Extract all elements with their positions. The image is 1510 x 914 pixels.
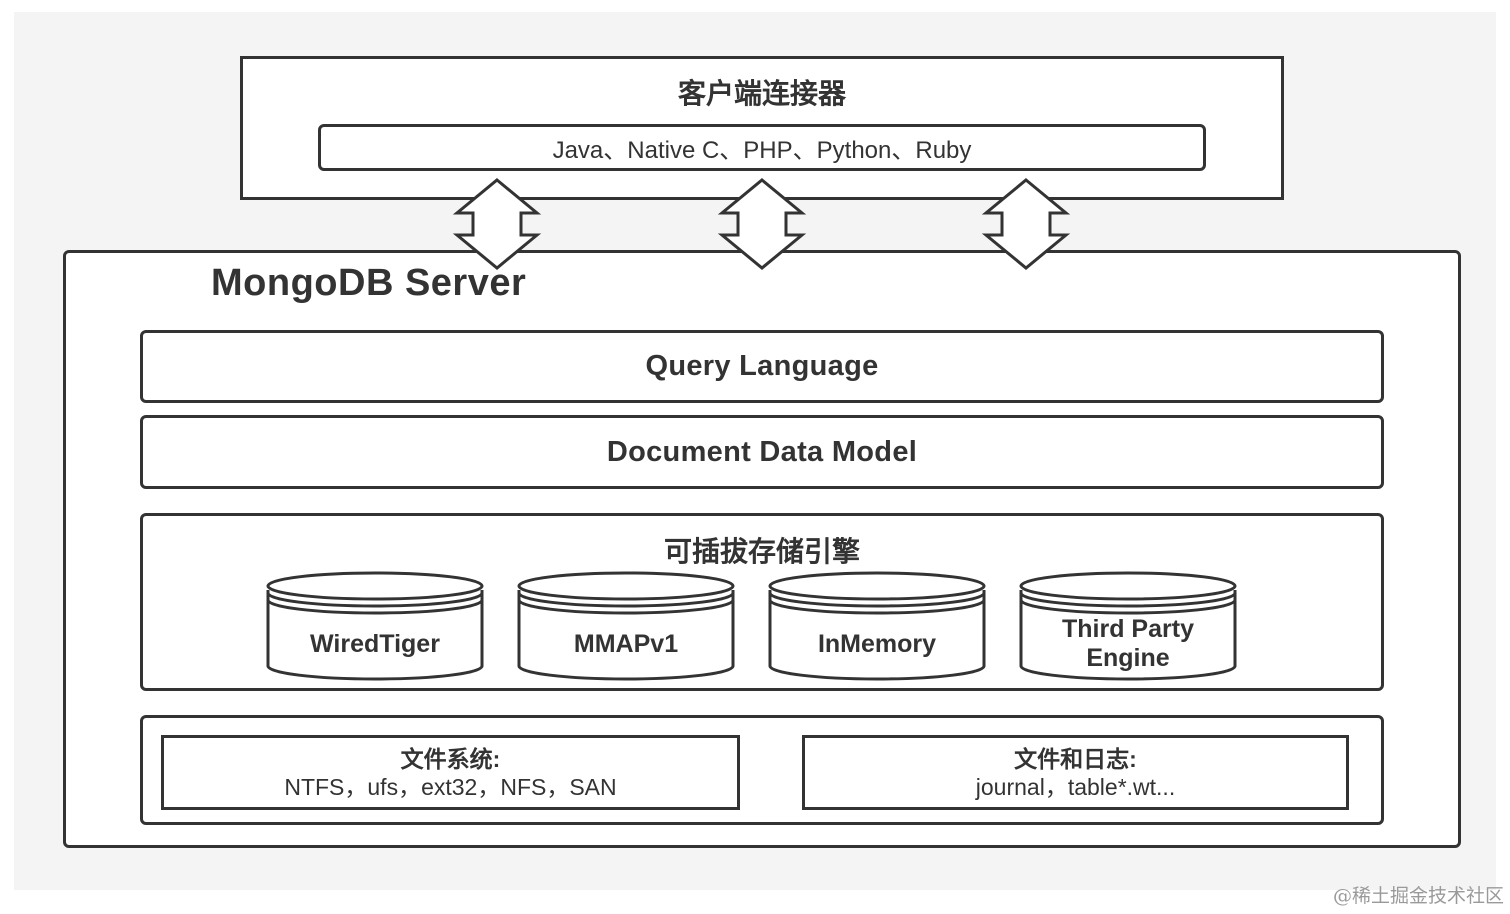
engine-label-line1: InMemory <box>817 629 937 658</box>
database-cylinder-icon <box>266 571 484 681</box>
query-language-layer: Query Language <box>140 330 1384 403</box>
engine-label: Third Party Engine <box>1018 612 1238 676</box>
database-cylinder-icon <box>768 571 986 681</box>
client-connector-box: 客户端连接器 Java、Native C、PHP、Python、Ruby <box>240 56 1284 200</box>
engine-label: WiredTiger <box>265 612 485 676</box>
client-languages-box: Java、Native C、PHP、Python、Ruby <box>318 124 1206 171</box>
query-language-label: Query Language <box>645 350 879 382</box>
double-arrow-icon <box>981 178 1071 270</box>
engine-label-line2: Engine <box>1086 644 1170 672</box>
engine-label-line1: WiredTiger <box>310 629 440 658</box>
engine-label-line1: Third Party <box>1062 615 1194 643</box>
filesystem-title: 文件系统: <box>400 745 501 772</box>
engine-inmemory: InMemory <box>767 570 987 682</box>
storage-engine-title: 可插拔存储引擎 <box>663 536 860 567</box>
files-logs-title: 文件和日志: <box>1014 745 1137 772</box>
document-data-model-layer: Document Data Model <box>140 415 1384 489</box>
client-languages-text: Java、Native C、PHP、Python、Ruby <box>552 137 972 164</box>
double-arrow-icon <box>452 178 542 270</box>
files-logs-box: 文件和日志: journal，table*.wt... <box>802 735 1349 810</box>
watermark: @稀土掘金技术社区 <box>1332 885 1504 907</box>
engine-wiredtiger: WiredTiger <box>265 570 485 682</box>
mongodb-server-title: MongoDB Server <box>211 262 527 304</box>
engine-third-party: Third Party Engine <box>1018 570 1238 682</box>
client-connector-title: 客户端连接器 <box>677 78 846 109</box>
engine-label: InMemory <box>767 612 987 676</box>
database-cylinder-icon <box>517 571 735 681</box>
engine-label: MMAPv1 <box>516 612 736 676</box>
engine-mmapv1: MMAPv1 <box>516 570 736 682</box>
engine-label-line1: MMAPv1 <box>573 629 679 658</box>
document-data-model-label: Document Data Model <box>606 435 918 468</box>
files-logs-value: journal，table*.wt... <box>975 773 1176 800</box>
double-arrow-icon <box>717 178 807 270</box>
database-cylinder-icon <box>1019 571 1237 681</box>
filesystem-value: NTFS，ufs，ext32，NFS，SAN <box>284 773 617 800</box>
filesystem-box: 文件系统: NTFS，ufs，ext32，NFS，SAN <box>161 735 740 810</box>
